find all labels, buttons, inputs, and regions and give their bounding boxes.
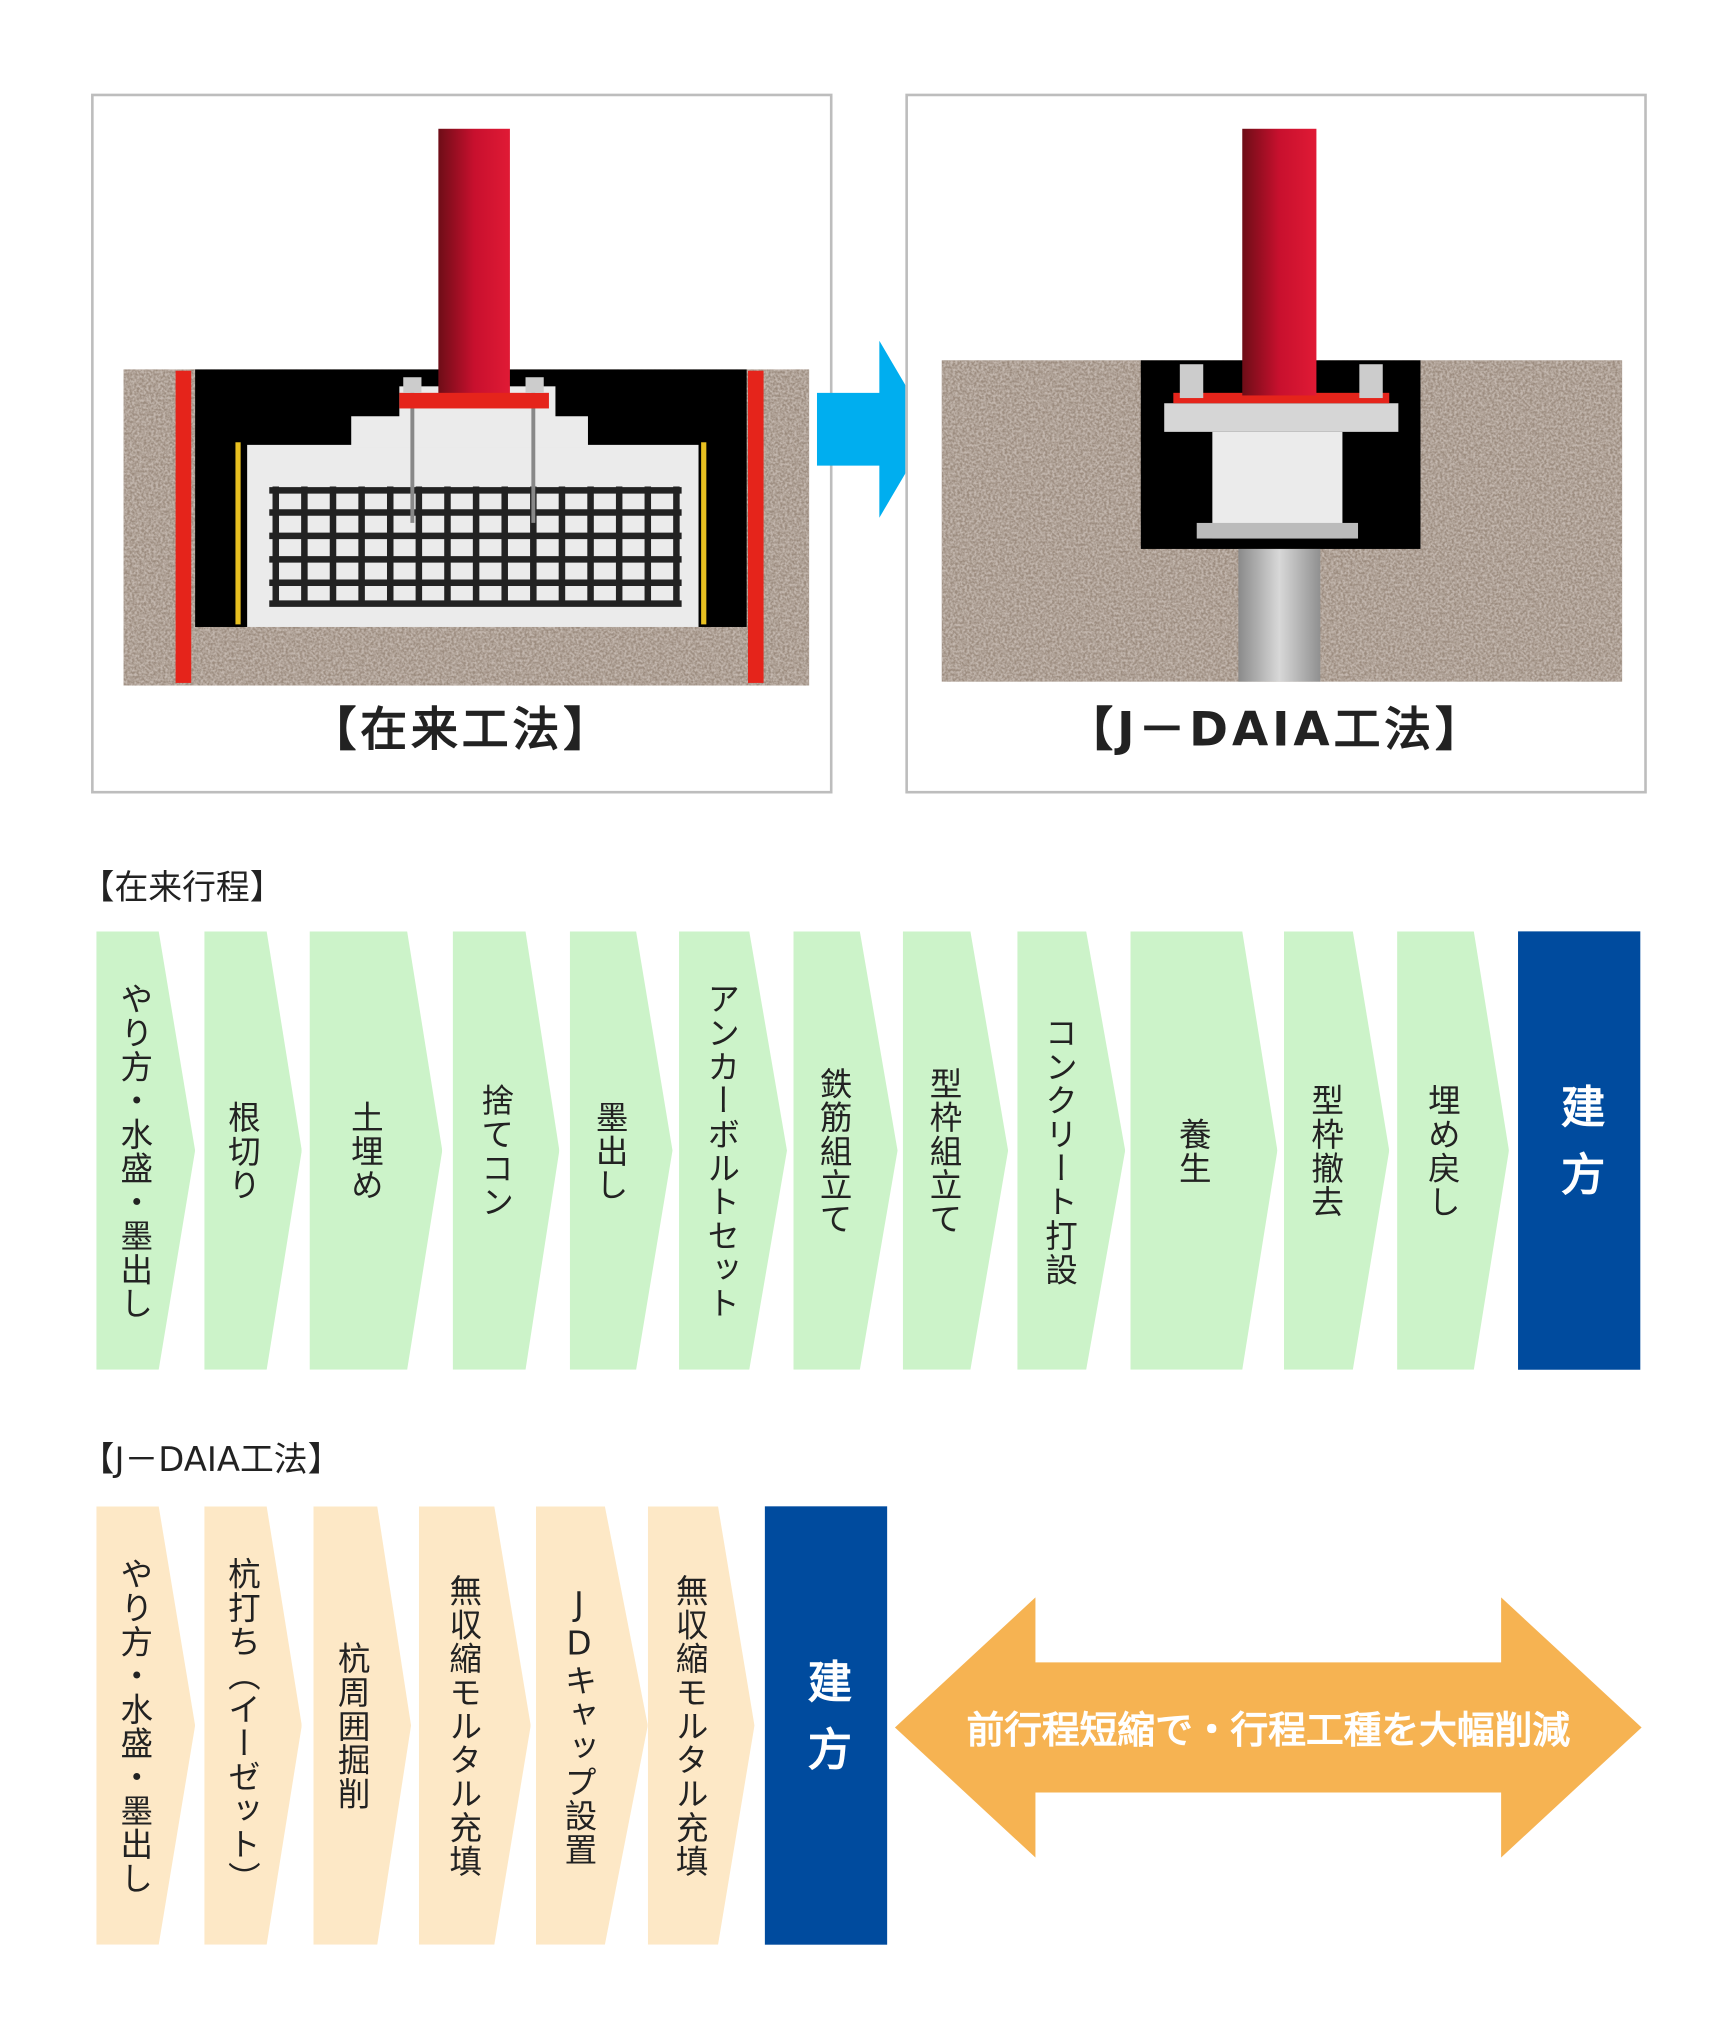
- conventional-step-label: 型枠撤去: [1306, 1082, 1345, 1219]
- conventional-step: 型枠撤去: [1283, 931, 1390, 1370]
- jdaia-step-label: やり方・水盛・墨出し: [115, 1556, 154, 1895]
- reduction-summary-text: 前行程短縮で・行程工種を大幅削減: [966, 1707, 1571, 1753]
- conventional-step-label: 鉄筋組立て: [815, 1066, 854, 1236]
- conventional-step-label: アンカーボルトセット: [702, 981, 741, 1320]
- conventional-step-label: 型枠組立て: [925, 1066, 963, 1236]
- conventional-step-label: 捨てコン: [477, 1082, 515, 1219]
- jdaia-step: JDキャップ設置: [535, 1506, 648, 1945]
- conventional-step: 根切り: [204, 931, 302, 1370]
- double-arrow-icon: [894, 1597, 1642, 1858]
- jdaia-step-label: 杭打ち（イーゼット）: [223, 1556, 262, 1895]
- jdaia-step: 杭打ち（イーゼット）: [204, 1506, 302, 1945]
- conventional-step: アンカーボルトセット: [679, 931, 787, 1370]
- conventional-step: コンクリート打設: [1017, 931, 1126, 1370]
- conventional-process-heading: 【在来行程】: [80, 868, 284, 908]
- conventional-step-label: コンクリート打設: [1040, 1015, 1079, 1286]
- jdaia-step-label: 杭周囲掘削: [333, 1640, 371, 1811]
- jdaia-process-heading: 【J－DAIA工法】: [80, 1441, 342, 1481]
- jdaia-step: 無収縮モルタル充填: [647, 1506, 755, 1945]
- jdaia-foundation-illustration: [941, 128, 1623, 682]
- jdaia-step: やり方・水盛・墨出し: [96, 1506, 196, 1945]
- jdaia-step: 無収縮モルタル充填: [418, 1506, 531, 1945]
- transition-arrow-icon: [816, 340, 932, 518]
- conventional-step: 埋め戻し: [1397, 931, 1509, 1370]
- conventional-method-label: 【在来工法】: [309, 703, 614, 758]
- conventional-method-panel: 【在来工法】: [91, 93, 833, 794]
- conventional-step: 墨出し: [569, 931, 673, 1370]
- jdaia-step-label: 無収縮モルタル充填: [671, 1573, 710, 1878]
- conventional-final-step: 建方: [1518, 931, 1641, 1370]
- conventional-step: 鉄筋組立て: [793, 931, 898, 1370]
- conventional-step-label: 埋め戻し: [1423, 1082, 1462, 1219]
- jdaia-method-panel: 【J－DAIA工法】: [905, 93, 1647, 794]
- reduction-double-arrow: 前行程短縮で・行程工種を大幅削減: [894, 1597, 1642, 1858]
- conventional-step-label: 養生: [1174, 1116, 1213, 1185]
- conventional-step: 捨てコン: [452, 931, 560, 1370]
- conventional-step: 型枠組立て: [902, 931, 1009, 1370]
- conventional-foundation-illustration: [123, 128, 810, 686]
- conventional-step-label: 墨出し: [591, 1099, 630, 1202]
- jdaia-final-step: 建方: [764, 1506, 888, 1945]
- jdaia-step: 杭周囲掘削: [313, 1506, 412, 1945]
- conventional-step-label: やり方・水盛・墨出し: [115, 981, 154, 1320]
- conventional-step-label: 根切り: [223, 1099, 262, 1202]
- conventional-step-label: 土埋め: [346, 1099, 385, 1202]
- conventional-step: 養生: [1130, 931, 1278, 1370]
- conventional-step: やり方・水盛・墨出し: [96, 931, 196, 1370]
- conventional-step: 土埋め: [309, 931, 443, 1370]
- jdaia-step-label: 無収縮モルタル充填: [444, 1573, 483, 1878]
- jdaia-step-label: JDキャップ設置: [560, 1585, 598, 1866]
- jdaia-method-label: 【J－DAIA工法】: [1066, 703, 1486, 758]
